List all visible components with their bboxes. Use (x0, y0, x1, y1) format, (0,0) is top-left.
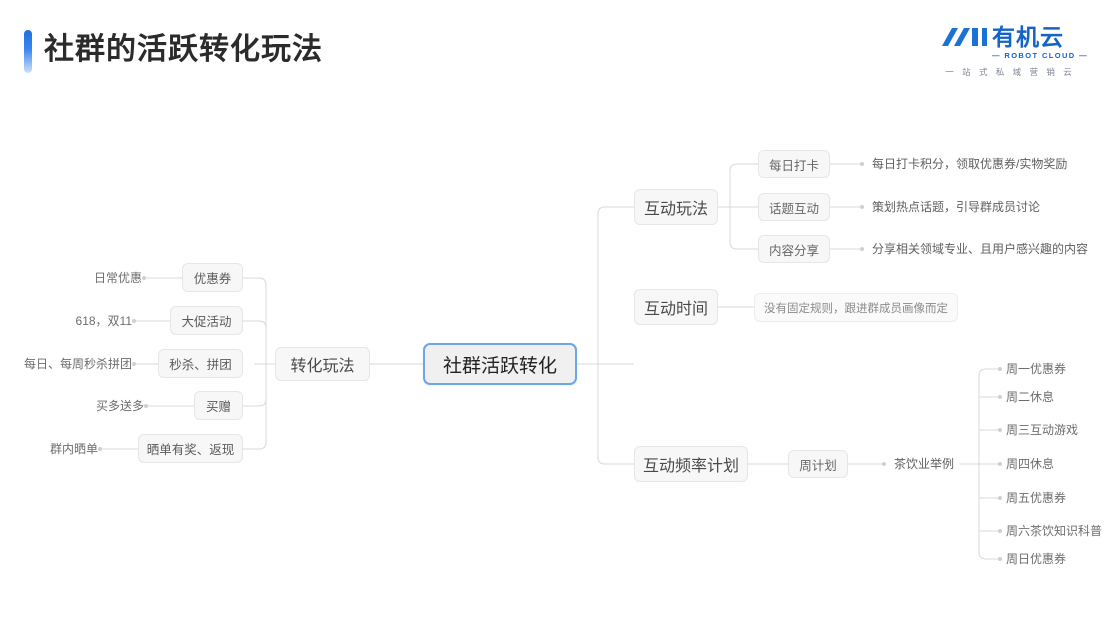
week-plan-item: 周三互动游戏 (1006, 423, 1079, 437)
sub-node-desc: 每日打卡积分，领取优惠券/实物奖励 (872, 157, 1068, 171)
sub-node-box[interactable]: 每日打卡 (758, 150, 830, 178)
left-item-label: 618，双11 (75, 314, 132, 328)
sub-node-box[interactable]: 没有固定规则，跟进群成员画像而定 (754, 293, 958, 322)
logo-name: 有机云 (992, 24, 1064, 50)
week-plan-item: 周六茶饮知识科普 (1006, 524, 1103, 538)
branch-node-frequency-plan[interactable]: 互动频率计划 (634, 446, 748, 482)
branch-node-interaction-time[interactable]: 互动时间 (634, 289, 718, 325)
left-item-label: 群内晒单 (49, 442, 98, 456)
left-item-box[interactable]: 大促活动 (170, 306, 243, 335)
sub-node-desc: 茶饮业举例 (894, 457, 955, 471)
left-item-box[interactable]: 秒杀、拼团 (158, 349, 243, 378)
left-item-label: 每日、每周秒杀拼团 (23, 357, 132, 371)
page-header: 社群的活跃转化玩法 有机云 — ROBOT CLOUD — 一 站 式 私 域 … (0, 0, 1112, 100)
week-plan-item: 周四休息 (1006, 457, 1055, 471)
left-item-label: 买多送多 (95, 399, 144, 413)
title-accent-bar (24, 30, 32, 73)
logo-subtitle: — ROBOT CLOUD — (992, 51, 1088, 60)
logo-tagline: 一 站 式 私 域 营 销 云 (945, 67, 1075, 77)
week-plan-item: 周日优惠券 (1006, 552, 1067, 566)
logo-mark-icon (942, 28, 987, 46)
sub-node-box[interactable]: 内容分享 (758, 235, 830, 263)
page-title: 社群的活跃转化玩法 (44, 33, 323, 66)
left-item-label: 日常优惠 (93, 271, 142, 285)
left-item-box[interactable]: 优惠券 (182, 263, 243, 292)
left-item-box[interactable]: 买赠 (194, 391, 243, 420)
left-item-box[interactable]: 晒单有奖、返现 (138, 434, 243, 463)
branch-node-conversion[interactable]: 转化玩法 (275, 347, 370, 381)
sub-node-desc: 分享相关领域专业、且用户感兴趣的内容 (872, 242, 1089, 256)
sub-node-desc: 策划热点话题，引导群成员讨论 (872, 200, 1041, 214)
week-plan-item: 周二休息 (1006, 390, 1055, 404)
sub-node-box[interactable]: 周计划 (788, 450, 848, 478)
root-node[interactable]: 社群活跃转化 (423, 343, 577, 385)
week-plan-item: 周一优惠券 (1006, 362, 1067, 376)
brand-logo: 有机云 — ROBOT CLOUD — 一 站 式 私 域 营 销 云 (940, 24, 1087, 82)
branch-node-interaction-play[interactable]: 互动玩法 (634, 189, 718, 225)
sub-node-box[interactable]: 话题互动 (758, 193, 830, 221)
week-plan-item: 周五优惠券 (1006, 491, 1067, 505)
